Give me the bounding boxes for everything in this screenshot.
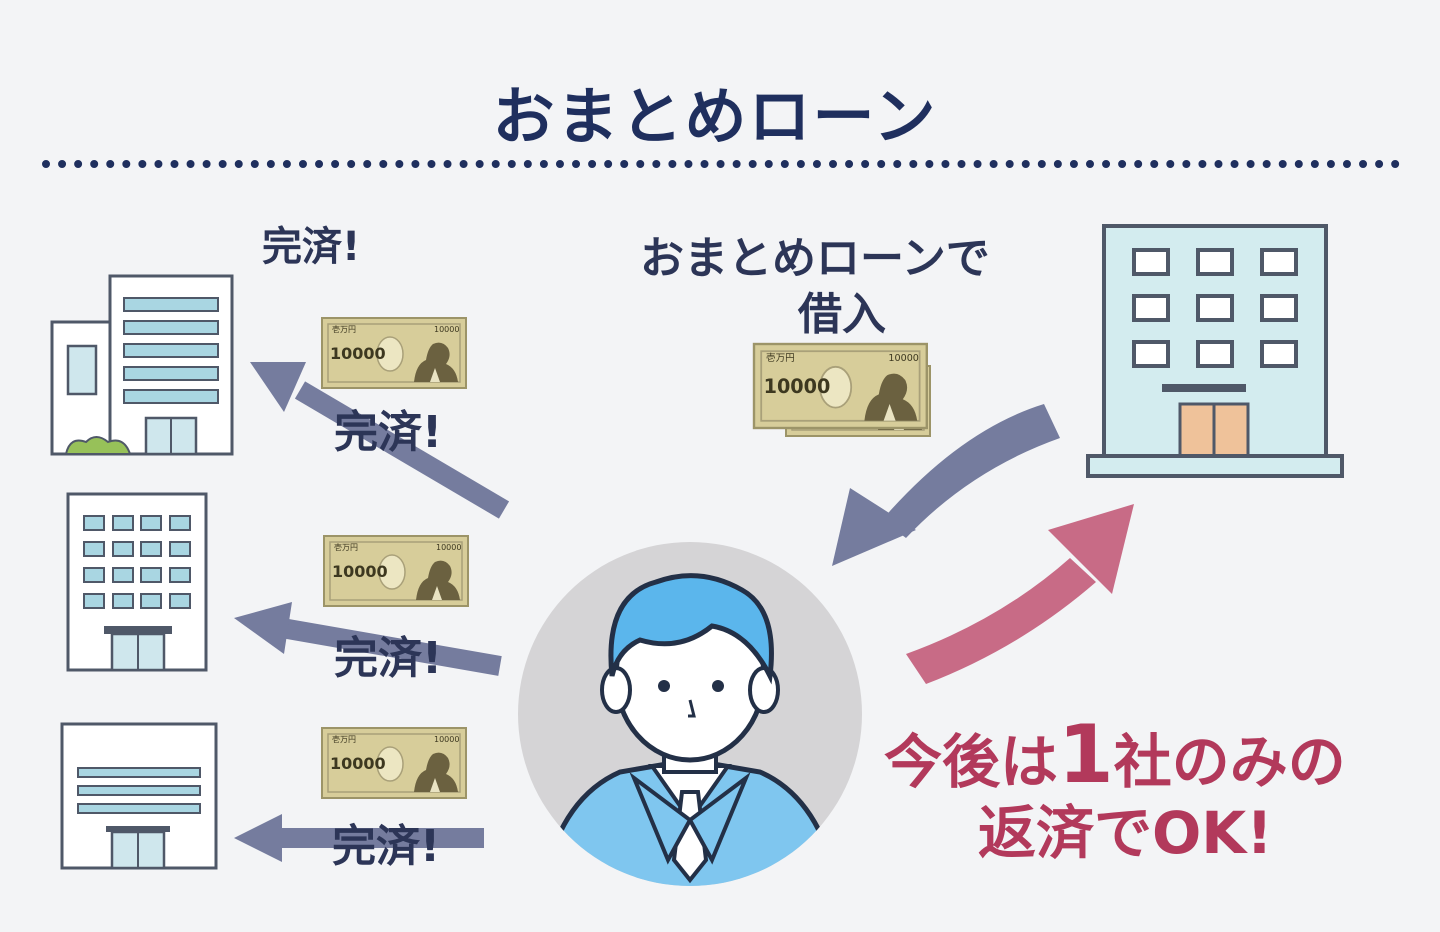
- result-middle: 社のみの: [1113, 728, 1346, 796]
- banknote-header: 壱万円: [332, 734, 356, 744]
- person-avatar: [518, 542, 862, 886]
- banknote-header: 壱万円: [334, 542, 358, 552]
- building-3: [60, 722, 218, 870]
- borrow-arrow: [832, 404, 1060, 566]
- banknote-header: 壱万円: [332, 324, 356, 334]
- banknote-corner-denomination: 10000: [434, 325, 459, 334]
- paid-label-top: 完済!: [262, 224, 361, 270]
- banknote-corner-denomination: 10000: [436, 543, 461, 552]
- repay-arrow-3: [234, 814, 484, 862]
- repay-arrow-1: [250, 362, 510, 519]
- banknote-denomination: 10000: [330, 754, 386, 773]
- borrow-caption-line1: おまとめローンで: [640, 233, 990, 284]
- repay-arrow-2: [234, 602, 502, 676]
- banknote-corner-denomination: 10000: [434, 735, 459, 744]
- building-2: [66, 492, 208, 672]
- result-caption-line2: 返済でOK!: [978, 799, 1273, 867]
- paid-label-2: 完済!: [334, 633, 443, 684]
- banknote-1: 10000 壱万円 10000: [321, 317, 467, 389]
- banknote-header: 壱万円: [766, 352, 795, 364]
- banknote-denomination: 10000: [764, 375, 831, 398]
- dotted-divider: [42, 160, 1400, 168]
- building-1: [50, 274, 234, 456]
- banknote-denomination: 10000: [332, 562, 388, 581]
- banknote-corner-denomination: 10000: [888, 353, 919, 364]
- page-title: おまとめローン: [492, 80, 938, 153]
- paid-label-3: 完済!: [332, 821, 441, 872]
- banknote-2: 10000 壱万円 10000: [323, 535, 469, 607]
- result-number: 1: [1058, 708, 1114, 801]
- paid-label-1: 完済!: [334, 407, 443, 458]
- lender-building: [1086, 224, 1344, 478]
- result-prefix: 今後は: [884, 728, 1059, 796]
- repay-single-arrow: [906, 504, 1134, 684]
- banknote-denomination: 10000: [330, 344, 386, 363]
- banknote-stack: 10000 壱万円 10000: [752, 342, 931, 437]
- result-caption-line1: 今後は1社のみの: [884, 708, 1346, 801]
- borrow-caption-line2: 借入: [798, 289, 886, 340]
- banknote-3: 10000 壱万円 10000: [321, 727, 467, 799]
